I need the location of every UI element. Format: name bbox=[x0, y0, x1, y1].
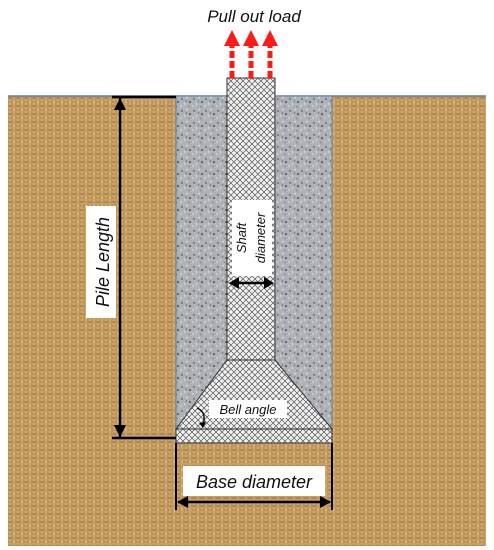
pull-out-load-label: Pull out load bbox=[207, 7, 301, 26]
shaft-label: Shaft bbox=[234, 221, 249, 253]
pile-base bbox=[175, 428, 333, 444]
arrow-up-icon bbox=[224, 30, 240, 78]
pile-length-label-bg bbox=[86, 206, 116, 318]
diameter-label: diameter bbox=[253, 212, 268, 263]
pile-length-dimension bbox=[112, 95, 176, 440]
bell-angle-label: Bell angle bbox=[219, 402, 276, 417]
shaft-diameter-label-bg bbox=[232, 200, 272, 276]
pull-out-arrows bbox=[224, 30, 278, 78]
base-diameter-label-bg bbox=[183, 466, 325, 496]
base-diameter-dimension bbox=[175, 443, 333, 510]
pile-length-label: Pile Length bbox=[93, 217, 113, 307]
shaft-diameter-dimension bbox=[229, 277, 274, 289]
base-diameter-label: Base diameter bbox=[196, 472, 313, 492]
arrow-up-icon bbox=[243, 30, 259, 78]
arrow-up-icon bbox=[262, 30, 278, 78]
bell-angle-label-bg bbox=[209, 400, 287, 418]
